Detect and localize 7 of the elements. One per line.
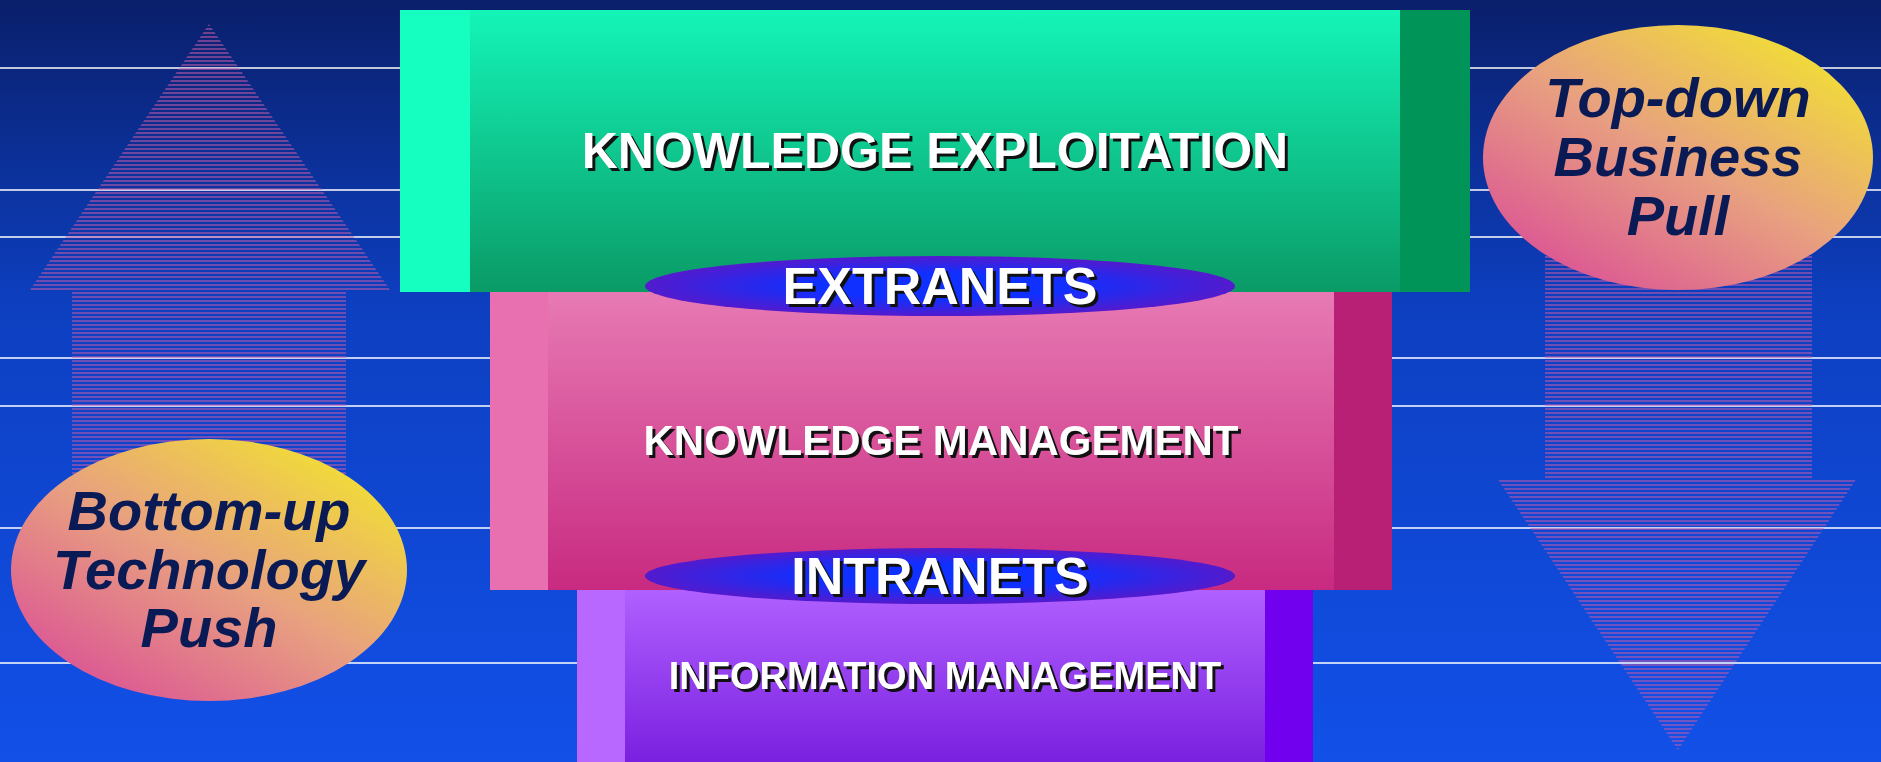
layer-label: KNOWLEDGE EXPLOITATION [581,122,1289,180]
layer-label: INTRANETS [791,546,1089,606]
layer-label: KNOWLEDGE MANAGEMENT [643,417,1239,465]
layer-label: INFORMATION MANAGEMENT [668,654,1222,698]
ellipse-label: Bottom-up Technology Push [51,481,369,659]
ellipse-label: Top-down Business Pull [1544,69,1812,246]
layer-label: EXTRANETS [782,256,1098,316]
